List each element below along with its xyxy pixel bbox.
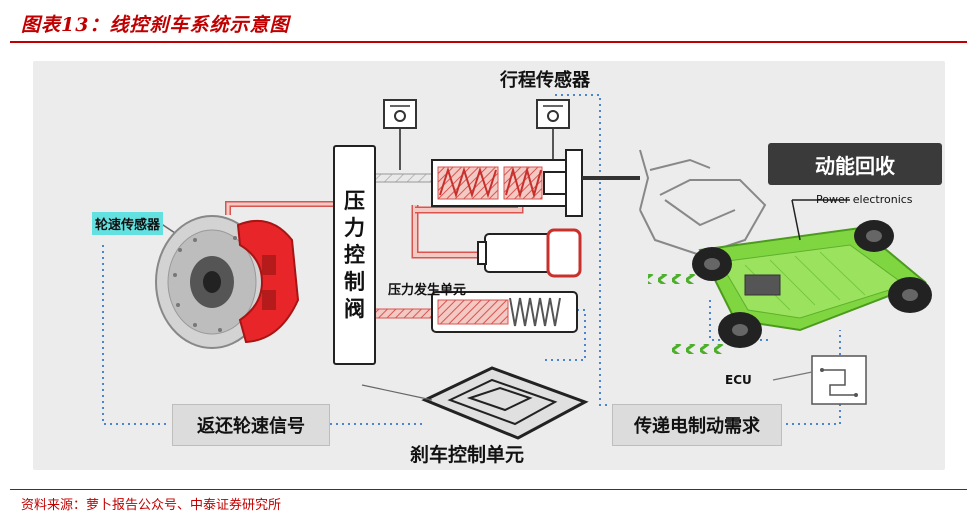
valve-char: 阀 xyxy=(344,296,365,321)
valve-char: 压 xyxy=(344,188,365,213)
pressure-control-valve: 压 力 控 制 阀 xyxy=(333,145,376,365)
pressure-generation-unit-label: 压力发生单元 xyxy=(388,283,467,298)
energy-recovery-label: 动能回收 xyxy=(768,143,942,185)
source-note: 资料来源：萝卜报告公众号、中泰证券研究所 xyxy=(21,498,282,513)
power-electronics-label: Power electronics xyxy=(816,193,913,206)
return-wheel-speed-signal-box: 返还轮速信号 xyxy=(172,404,330,446)
brake-control-unit-chip xyxy=(361,366,589,440)
motion-arrows xyxy=(648,274,728,354)
footer-rule xyxy=(10,489,967,490)
figure-title: 图表13：线控刹车系统示意图 xyxy=(21,14,290,36)
valve-char: 控 xyxy=(344,242,365,267)
brake-disc-caliper xyxy=(155,215,300,349)
title-rule xyxy=(10,41,967,43)
ecu-icon xyxy=(772,355,867,405)
electric-brake-demand-box: 传递电制动需求 xyxy=(612,404,782,446)
travel-sensor-icons xyxy=(383,99,570,129)
electric-car-chassis xyxy=(692,199,932,348)
ecu-label: ECU xyxy=(725,373,752,387)
pressure-generation-unit xyxy=(431,291,578,333)
wheel-speed-sensor-label: 轮速传感器 xyxy=(92,212,164,235)
brake-control-unit-label: 刹车控制单元 xyxy=(410,444,525,466)
accumulator xyxy=(477,228,582,278)
master-cylinder xyxy=(431,149,640,217)
travel-sensor-label: 行程传感器 xyxy=(500,70,590,91)
valve-char: 制 xyxy=(344,269,365,294)
valve-char: 力 xyxy=(344,215,365,240)
